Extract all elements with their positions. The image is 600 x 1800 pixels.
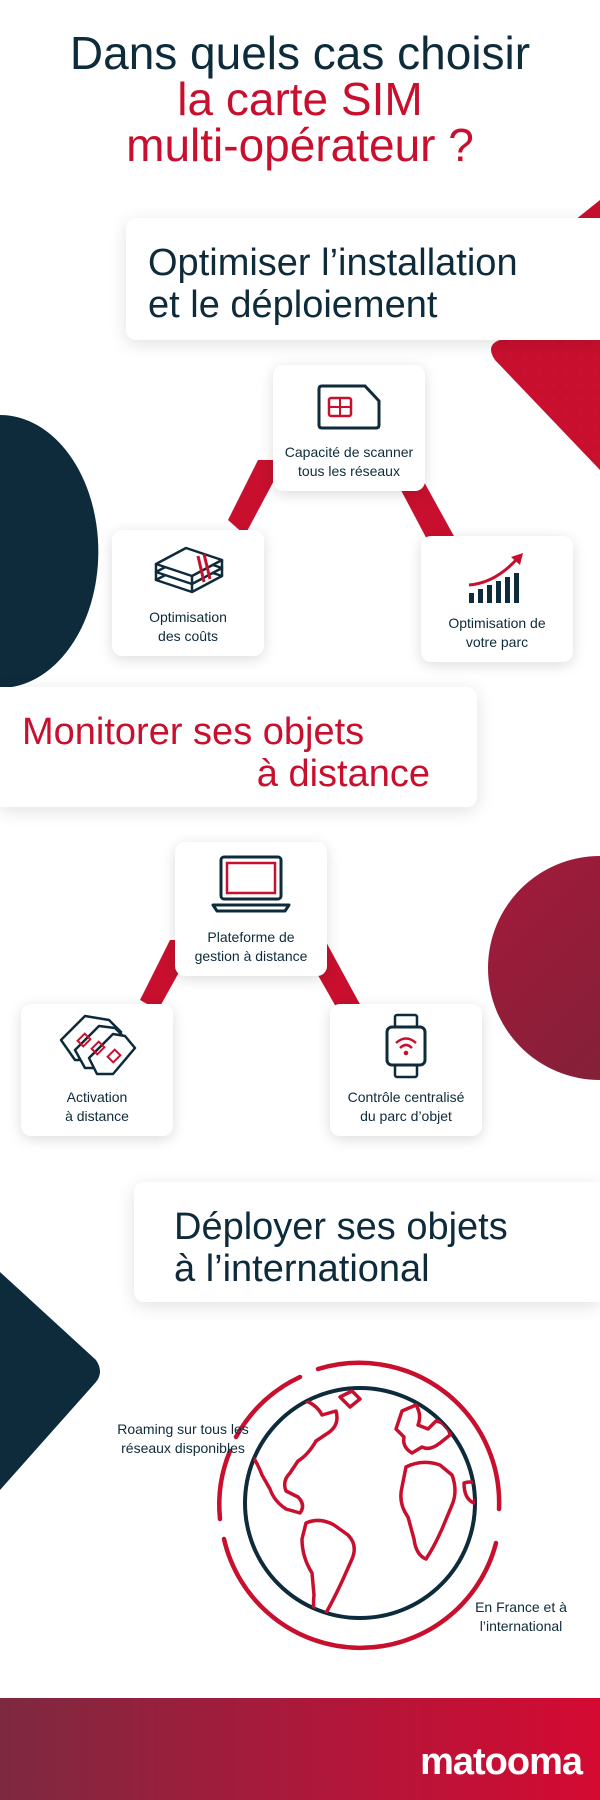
globe-icon bbox=[217, 1360, 502, 1651]
section-heading-international: Déployer ses objets à l’international bbox=[134, 1182, 600, 1302]
card-text-line-2: tous les réseaux bbox=[298, 463, 400, 479]
smartwatch-wifi-icon bbox=[330, 1012, 482, 1080]
feature-card-scan-networks: Capacité de scanner tous les réseaux bbox=[273, 365, 425, 491]
heading-line-1: Monitorer ses objets bbox=[22, 711, 365, 753]
card-text-line-2: à distance bbox=[65, 1108, 129, 1124]
heading-line-1: Déployer ses objets bbox=[174, 1206, 508, 1248]
matooma-logo: matooma bbox=[420, 1741, 583, 1783]
growth-chart-icon bbox=[421, 550, 573, 606]
heading-line-2: à distance bbox=[256, 753, 430, 795]
section-heading-installation: Optimiser l’installation et le déploieme… bbox=[126, 218, 600, 340]
heading-line-2: à l’international bbox=[174, 1248, 430, 1290]
heading-line-2: et le déploiement bbox=[148, 284, 438, 326]
footer-banner: matooma bbox=[0, 1698, 600, 1800]
label-roaming-line-1: Roaming sur tous les bbox=[117, 1421, 249, 1437]
card-text-line-1: Capacité de scanner bbox=[284, 444, 414, 460]
feature-card-central-control: Contrôle centralisé du parc d’objet bbox=[330, 1004, 482, 1136]
title-line-2: la carte SIM bbox=[177, 73, 423, 125]
feature-card-remote-platform: Plateforme de gestion à distance bbox=[175, 842, 327, 976]
label-france-international: En France et à l’international bbox=[456, 1598, 586, 1636]
card-text-line-2: gestion à distance bbox=[194, 948, 308, 964]
card-text-line-2: des coûts bbox=[158, 628, 218, 644]
card-text-line-1: Contrôle centralisé bbox=[347, 1089, 465, 1105]
label-france-line-2: l’international bbox=[479, 1618, 563, 1634]
title-line-3: multi-opérateur ? bbox=[126, 119, 474, 171]
corner-accent bbox=[575, 200, 600, 220]
feature-card-fleet-optimization: Optimisation de votre parc bbox=[421, 536, 573, 662]
heading-line-1: Optimiser l’installation bbox=[148, 242, 518, 284]
card-text-line-1: Optimisation de bbox=[448, 615, 546, 631]
laptop-icon bbox=[175, 852, 327, 918]
sim-card-icon bbox=[273, 379, 425, 435]
sim-cards-icon bbox=[21, 1010, 173, 1080]
title-line-1: Dans quels cas choisir bbox=[69, 27, 531, 79]
page-title: Dans quels cas choisir la carte SIM mult… bbox=[0, 30, 600, 168]
label-france-line-1: En France et à bbox=[475, 1599, 567, 1615]
card-text-line-1: Optimisation bbox=[149, 609, 227, 625]
feature-card-remote-activation: Activation à distance bbox=[21, 1004, 173, 1136]
feature-card-cost-optimization: Optimisation des coûts bbox=[112, 530, 264, 656]
label-roaming: Roaming sur tous les réseaux disponibles bbox=[108, 1420, 258, 1458]
card-text-line-2: votre parc bbox=[465, 634, 529, 650]
section-heading-monitoring: Monitorer ses objets à distance bbox=[0, 687, 477, 807]
label-roaming-line-2: réseaux disponibles bbox=[121, 1440, 245, 1456]
card-text-line-1: Plateforme de bbox=[207, 929, 295, 945]
money-stack-icon bbox=[112, 544, 264, 600]
card-text-line-1: Activation bbox=[66, 1089, 128, 1105]
card-text-line-2: du parc d’objet bbox=[360, 1108, 452, 1124]
